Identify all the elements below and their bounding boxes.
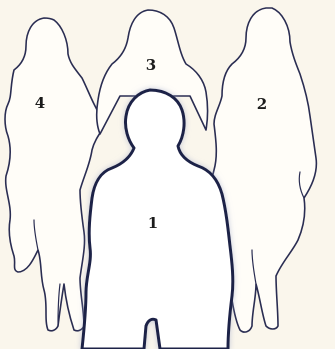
figure-4-label: 4 [35,94,45,112]
figure-3-label: 3 [146,56,156,74]
figure-1-label: 1 [148,214,158,232]
figure-2-label: 2 [257,95,267,113]
